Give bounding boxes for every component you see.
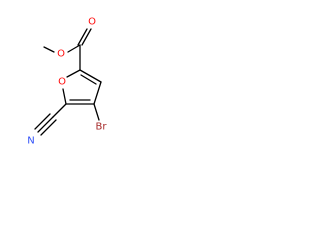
bond-nitrile-triple-c: [40, 119, 57, 136]
bond-ring-c3-c2: [79, 69, 102, 83]
ester-oxygen-label: O: [57, 49, 65, 60]
nitrile-nitrogen-label: N: [27, 136, 34, 147]
bromine-label: Br: [96, 122, 108, 133]
bond-ring-o1-c5: [62, 88, 67, 105]
ring-oxygen-label: O: [58, 77, 66, 88]
bond-ring-c2-o1: [66, 69, 81, 78]
carbonyl-oxygen-label: O: [88, 17, 96, 28]
bond-c4-bromine: [93, 103, 100, 121]
bond-nitrile-triple-b: [34, 113, 51, 130]
bond-methyl-ester-oxygen: [43, 46, 55, 53]
bond-carbonyl-double-a: [77, 28, 88, 46]
bond-ring-c3-c2-inner: [80, 74, 97, 85]
bond-carbonyl-double-b: [81, 28, 92, 46]
bond-nitrile-triple-a: [37, 116, 54, 133]
molecule-structure: O O O Br N: [27, 17, 108, 147]
bond-c5-nitrile-carbon: [52, 103, 67, 118]
bond-ring-c4-c3: [93, 81, 102, 105]
bond-ester-oxygen-carbonyl-carbon: [67, 44, 81, 53]
